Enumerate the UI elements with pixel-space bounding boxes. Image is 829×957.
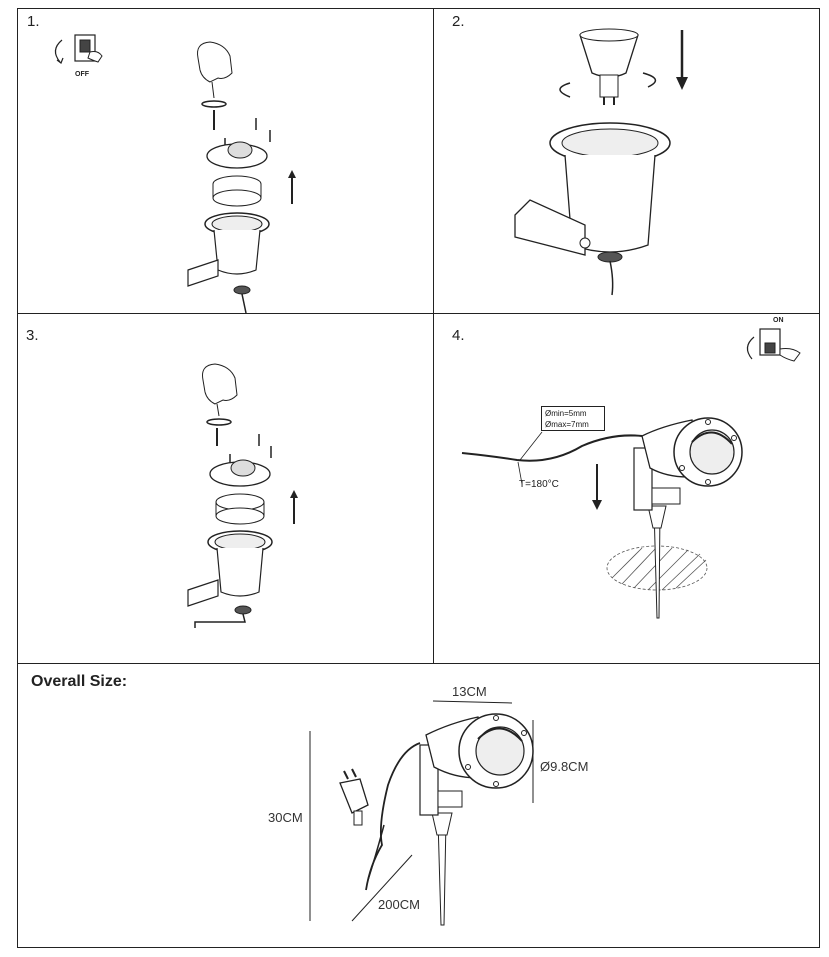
step-1-number: 1.	[27, 13, 40, 30]
power-switch-off-icon	[54, 34, 103, 64]
grid-divider-bottom	[17, 663, 820, 664]
step-3-number: 3.	[26, 327, 39, 344]
step-2-bulb-insertion-drawing	[514, 28, 688, 296]
step-3-assembly-drawing	[187, 363, 273, 628]
up-arrow-icon	[288, 170, 296, 204]
up-arrow-icon	[290, 490, 298, 524]
instruction-frame	[17, 8, 820, 948]
grid-divider-vertical	[433, 8, 434, 663]
switch-off-label: OFF	[75, 71, 89, 78]
overall-size-title: Overall Size:	[31, 673, 128, 690]
dimension-width: 13CM	[452, 684, 487, 699]
power-switch-on-icon	[746, 328, 801, 362]
cable-max-diameter: Ømax=7mm	[545, 420, 589, 429]
cable-diameter-spec-box: Ømin=5mm Ømax=7mm	[541, 406, 605, 431]
dimension-cable-length: 200CM	[378, 897, 420, 912]
switch-on-label: ON	[773, 317, 784, 324]
cable-min-diameter: Ømin=5mm	[545, 409, 587, 418]
overall-size-drawing	[309, 700, 534, 926]
step-1-disassembly-drawing	[187, 41, 271, 314]
dimension-diameter: Ø9.8CM	[540, 759, 589, 774]
step-4-installation-drawing	[461, 417, 743, 619]
cable-temperature-label: T=180°C	[519, 479, 559, 490]
step-4-number: 4.	[452, 327, 465, 344]
dimension-height: 30CM	[268, 810, 303, 825]
step-2-number: 2.	[452, 13, 465, 30]
grid-divider-top	[17, 313, 820, 314]
